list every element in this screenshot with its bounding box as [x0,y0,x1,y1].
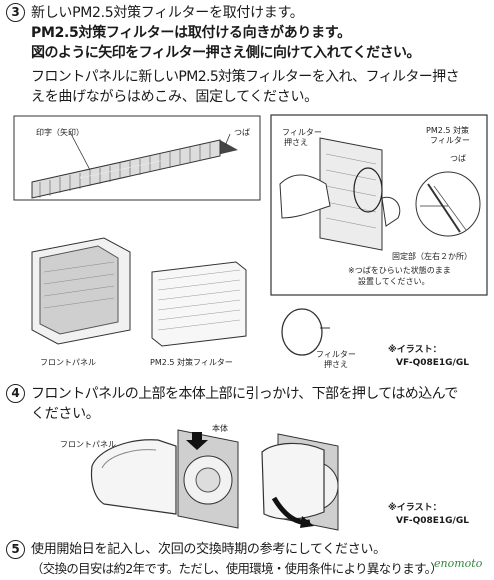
step-4-body-line-1: フロントパネルの上部を本体上部に引っかけ、下部を押してはめ込んで [31,386,458,402]
label-fixed-parts: 固定部（左右２か所） [392,252,472,261]
label-step4-front-panel: フロントパネル [60,440,116,449]
step-5-body-line-1: 使用開始日を記入し、次回の交換時期の参考にしてください。 [31,542,386,557]
step-3-arrow-instruction: 図のように矢印をフィルター押さえ側に向けて入れてください。 [31,45,420,61]
step-4-body-line-2: ください。 [31,406,100,422]
label-print-arrow: 印字（矢印） [36,128,84,137]
step-4-number: 4 [6,384,25,403]
presser-install-illustration [270,114,488,296]
label-pm-filter: PM2.5 対策フィルター [150,358,233,367]
illustration-note-1-line-1: ※イラスト： [388,345,442,355]
filter-presser-ring-icon [281,308,330,356]
illustration-note-2-line-2: VF-Q08E1G/GL [396,516,469,526]
step-3-orientation-warning: PM2.5対策フィルターは取付ける向きがあります。 [31,25,351,41]
signature: enomoto [434,557,483,570]
label-b-presser-line-2: 押さえ [284,138,308,147]
illustration-note-1-line-2: VF-Q08E1G/GL [396,358,469,368]
label-filter-presser-line-2: 押さえ [324,360,348,369]
step-3-number: 3 [6,3,25,22]
note-keep-tsuba-open-line-2: 設置してください。 [358,277,430,286]
label-b-pm-line-2: フィルター [430,136,470,145]
step-3-body-line-2: えを曲げながらはめこみ、固定してください。 [31,89,318,105]
step-3-body-line-1: フロントパネルに新しいPM2.5対策フィルターを入れ、フィルター押さ [31,69,460,85]
label-b-pm-line-1: PM2.5 対策 [426,126,469,135]
label-front-panel: フロントパネル [40,358,96,367]
step-5-body-line-2: （交換の目安は約2年です。ただし、使用環境・使用条件により異なります。） [31,561,443,576]
note-keep-tsuba-open-line-1: ※つばをひらいた状態のまま [348,266,451,275]
front-panel-attach-illustration [90,429,339,531]
illustration-note-2-line-1: ※イラスト： [388,503,442,513]
step-3-title: 新しいPM2.5対策フィルターを取付けます。 [31,5,304,21]
label-step4-body: 本体 [212,424,228,433]
label-b-tsuba: つば [450,154,466,163]
step-5-number: 5 [6,540,25,559]
label-filter-presser-line-1: フィルター [316,350,356,359]
label-b-presser-line-1: フィルター [282,128,322,137]
label-tsuba: つば [234,128,250,137]
filter-parts-illustration: ←――――――――――― [13,115,261,347]
